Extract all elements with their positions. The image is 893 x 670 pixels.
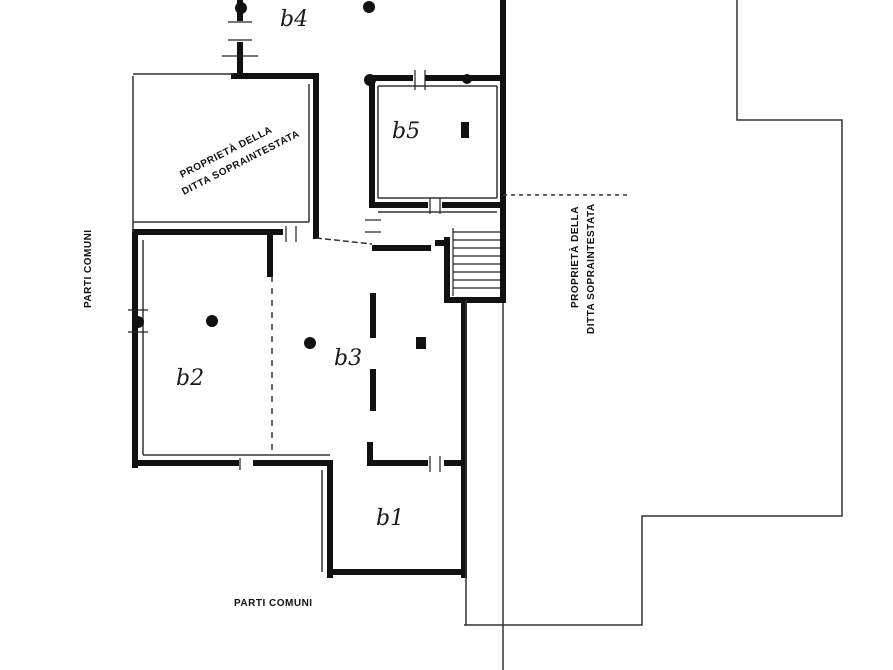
note-proprieta-right-line2: DITTA SOPRAINTESTATA: [586, 203, 597, 334]
walls: [132, 0, 506, 578]
column-marker: [416, 337, 426, 349]
column-marker: [363, 1, 375, 13]
room-label-b1: b1: [376, 506, 404, 531]
staircase: [452, 228, 500, 296]
room-label-b4: b4: [280, 7, 308, 32]
columns: [132, 1, 472, 349]
column-marker: [461, 122, 469, 138]
openings: [128, 21, 441, 472]
column-marker: [462, 74, 472, 84]
column-marker: [235, 2, 247, 14]
note-parti-comuni-bottom: PARTI COMUNI: [234, 598, 313, 609]
neighbour-outline: [464, 0, 843, 670]
column-marker: [304, 337, 316, 349]
note-proprieta-right-line1: PROPRIETÀ DELLA: [568, 206, 581, 308]
room-label-b3: b3: [334, 346, 362, 371]
column-marker: [206, 315, 218, 327]
note-parti-comuni-left: PARTI COMUNI: [83, 229, 94, 308]
thin-walls: [132, 73, 630, 625]
column-marker: [132, 316, 144, 328]
room-label-b5: b5: [392, 119, 420, 144]
column-marker: [364, 74, 376, 86]
room-label-b2: b2: [176, 366, 204, 391]
column-marker: [370, 296, 376, 336]
